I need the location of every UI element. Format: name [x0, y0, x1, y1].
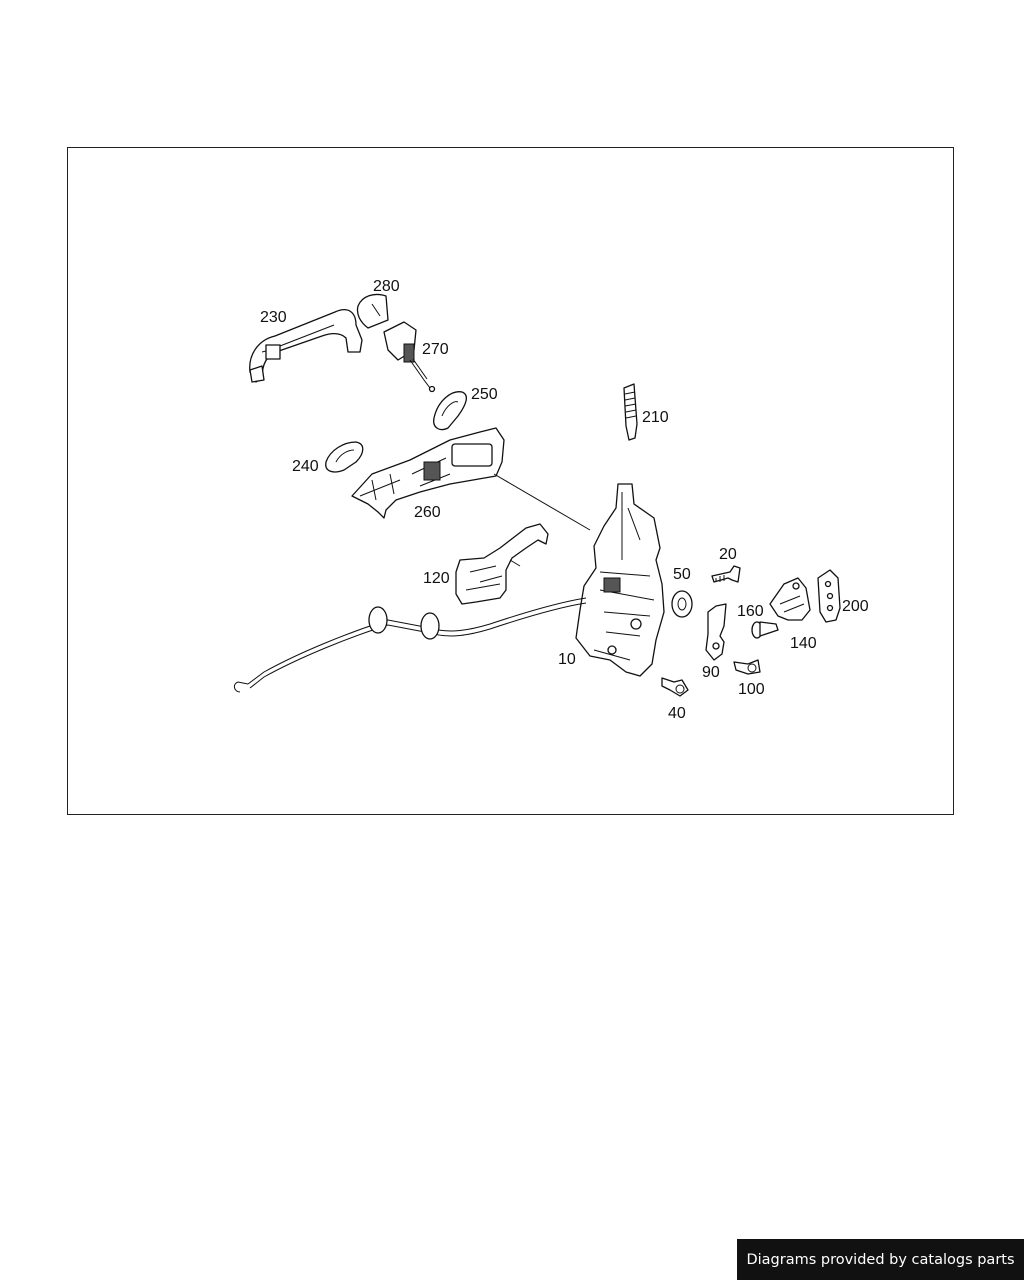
part-90-plate[interactable] — [705, 603, 727, 661]
callout-160: 160 — [737, 603, 764, 620]
callout-50: 50 — [673, 566, 691, 583]
part-270-lock-cylinder[interactable] — [383, 321, 436, 393]
callout-240: 240 — [292, 458, 319, 475]
part-100-screw[interactable] — [733, 659, 761, 675]
callout-20: 20 — [719, 546, 737, 563]
credit-banner: Diagrams provided by catalogs parts — [737, 1239, 1024, 1280]
callout-270: 270 — [422, 341, 449, 358]
callout-260: 260 — [414, 504, 441, 521]
release-cable[interactable] — [233, 597, 587, 693]
callout-100: 100 — [738, 681, 765, 698]
callout-120: 120 — [423, 570, 450, 587]
callout-230: 230 — [260, 309, 287, 326]
part-240-seal[interactable] — [325, 441, 364, 473]
part-10-lock-actuator[interactable] — [575, 483, 665, 677]
part-120-bracket[interactable] — [455, 523, 549, 605]
part-20-screw[interactable] — [711, 565, 741, 583]
part-140-striker[interactable] — [769, 577, 811, 621]
diagram-frame — [67, 147, 954, 815]
callout-210: 210 — [642, 409, 669, 426]
part-230-outer-handle[interactable] — [249, 309, 363, 383]
callout-10: 10 — [558, 651, 576, 668]
callout-250: 250 — [471, 386, 498, 403]
part-250-gasket[interactable] — [433, 391, 468, 431]
callout-90: 90 — [702, 664, 720, 681]
part-50-washer[interactable] — [671, 590, 693, 618]
part-160-bolt[interactable] — [751, 621, 779, 639]
callout-140: 140 — [790, 635, 817, 652]
part-260-handle-carrier[interactable] — [351, 427, 591, 531]
callout-40: 40 — [668, 705, 686, 722]
callout-280: 280 — [373, 278, 400, 295]
part-200-striker-plate[interactable] — [817, 569, 841, 623]
part-40-screw[interactable] — [661, 677, 689, 697]
callout-200: 200 — [842, 598, 869, 615]
part-210-pin[interactable] — [623, 383, 638, 441]
part-280-handle-cap[interactable] — [356, 293, 389, 329]
